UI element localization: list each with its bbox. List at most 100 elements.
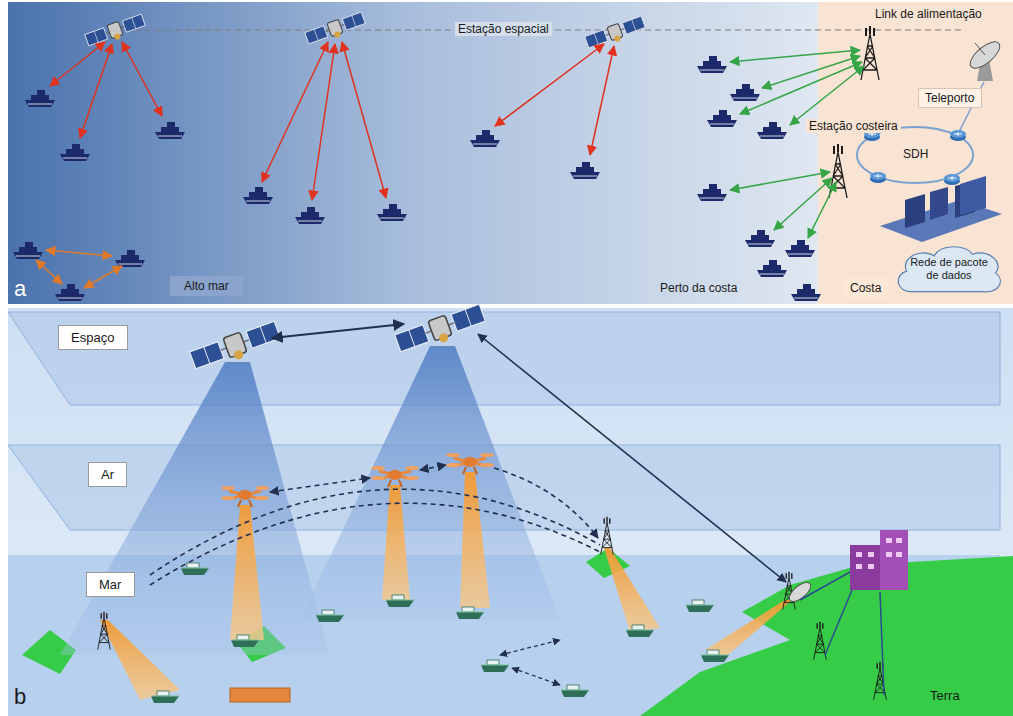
- panel-b: [814, 622, 827, 660]
- panel-a: [950, 130, 966, 141]
- drone-beams: [100, 620, 180, 700]
- panel-a: [25, 90, 55, 107]
- panel-a: [84, 13, 146, 49]
- teleport-dish: [966, 37, 1004, 81]
- panel-b: [151, 691, 179, 703]
- panel-b: [626, 625, 654, 637]
- label-text: a: [14, 276, 26, 302]
- drone-beams: [100, 472, 792, 700]
- sea-ground: [8, 2, 818, 304]
- satellite-links: [342, 42, 386, 198]
- data-center-building: [886, 538, 892, 543]
- data-center-building: [850, 530, 908, 590]
- satellite-links: [50, 42, 105, 86]
- panel-a: [861, 26, 879, 80]
- feeder-caption: Estação espacial: [455, 22, 552, 36]
- ring-caption: SDH: [903, 147, 928, 161]
- node-text: Espaço: [71, 330, 115, 345]
- teleport-dish: [966, 37, 1004, 72]
- region-box: Alto mar: [170, 276, 243, 296]
- panel-b: [601, 517, 614, 555]
- region-caption: Perto da costa: [660, 281, 737, 295]
- panel-a: [470, 130, 500, 147]
- panel-a: [155, 122, 185, 139]
- data-center-building: [868, 552, 874, 557]
- label-text: Estação espacial: [458, 22, 549, 36]
- panel-a: [870, 172, 886, 183]
- panel-a: [730, 84, 760, 101]
- panel-a: [8, 2, 1013, 304]
- panel-b: [686, 600, 714, 612]
- label-text: b: [14, 684, 26, 710]
- ground-dish: [786, 579, 814, 605]
- panel-b: [481, 660, 509, 672]
- air-links: [270, 478, 370, 492]
- drone-beams: [460, 472, 490, 608]
- panel-a: [60, 144, 90, 161]
- coastal-links: [808, 182, 836, 238]
- satellite-links: [590, 46, 614, 155]
- node-text: Mar: [99, 577, 122, 592]
- panel-b: [701, 650, 729, 662]
- inter-satellite-link: [272, 324, 404, 338]
- panel-b: [371, 466, 419, 487]
- ship-to-ship-links: [36, 250, 122, 288]
- ship-to-ship-links: [36, 260, 62, 284]
- coastal-links: [790, 66, 864, 125]
- panel-a: [304, 11, 366, 47]
- air-links: [150, 489, 600, 575]
- panel-a: [584, 15, 646, 51]
- drone-beams: [382, 485, 410, 600]
- panel-a: [55, 284, 85, 301]
- ground-dish: [786, 579, 814, 605]
- land-wires: [800, 572, 884, 695]
- air-links: [420, 465, 446, 470]
- label-text: Perto da costa: [660, 281, 737, 295]
- panel-b: [98, 612, 111, 650]
- station-box: Teleporto: [918, 88, 982, 108]
- air-links: [150, 503, 600, 585]
- panel-a: [944, 174, 960, 185]
- region-box: Costa: [844, 278, 888, 298]
- panel-a: [243, 187, 273, 204]
- panel-b: [181, 563, 209, 575]
- panel-b: [8, 303, 1013, 716]
- node-text: Costa: [850, 281, 882, 295]
- data-center-building: [856, 552, 862, 557]
- drone-beams: [230, 505, 264, 640]
- ship-to-ship-links: [84, 266, 122, 288]
- data-center-building: [886, 552, 892, 557]
- node-text: Rede de pacote de dados: [906, 256, 992, 282]
- coastal-links: [740, 62, 862, 114]
- sky-ground: [8, 308, 1013, 716]
- panel-b: [189, 320, 282, 375]
- panel-b: [456, 607, 484, 619]
- satellite-beam: [300, 346, 560, 620]
- panel-letter: a: [14, 276, 26, 302]
- server-building: [880, 176, 1002, 242]
- panel-a: [791, 284, 821, 301]
- data-center-building: [868, 564, 874, 569]
- land-wires: [825, 590, 852, 655]
- satellite-ground-link: [478, 334, 786, 582]
- panel-a: [785, 240, 815, 257]
- layer-label: Ar: [88, 462, 127, 487]
- coastal-links: [730, 172, 830, 190]
- panel-b: [316, 610, 344, 622]
- panel-b: [394, 303, 487, 358]
- node-text: Ar: [101, 467, 114, 482]
- panel-a: [13, 242, 43, 259]
- boat-links: [512, 668, 560, 685]
- label-text: Estação costeira: [809, 119, 898, 133]
- land-wires: [800, 572, 850, 600]
- land-wires: [880, 592, 884, 695]
- station-caption: Estação costeira: [806, 119, 901, 133]
- coast-ground: [818, 2, 1013, 304]
- coastal-links: [730, 50, 864, 238]
- panel-a: [757, 260, 787, 277]
- satellite-links: [495, 44, 604, 126]
- drone-beams: [604, 548, 660, 632]
- coastal-links: [774, 178, 832, 230]
